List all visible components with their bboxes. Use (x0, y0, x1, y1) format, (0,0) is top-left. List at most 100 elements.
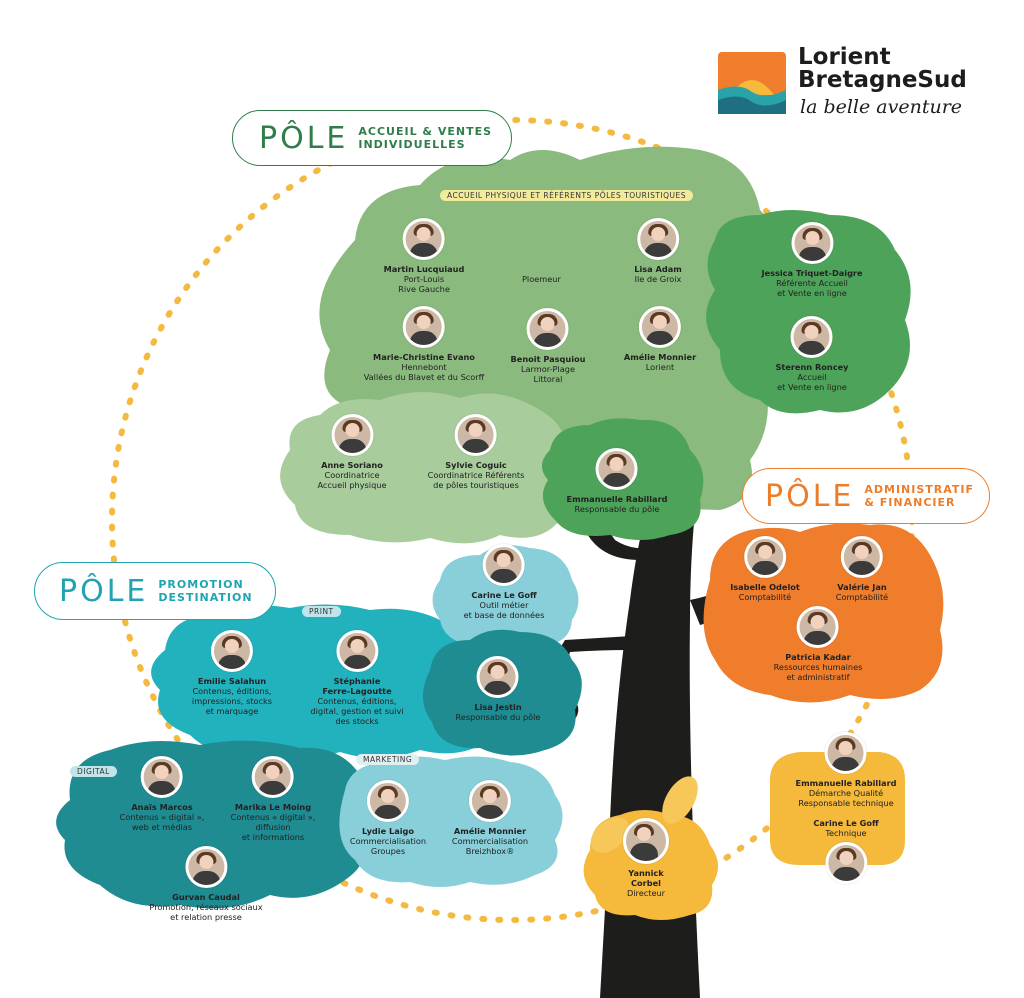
person-role: Lorient (645, 362, 675, 372)
person-role: et administratif (786, 672, 850, 682)
person-role: Référente Accueil (776, 278, 848, 288)
person-role: Port-Louis (403, 274, 445, 284)
person-role: Commercialisation (349, 836, 427, 846)
person-role: diffusion (255, 822, 291, 832)
tag-digital: DIGITAL (70, 766, 117, 777)
person-role: de pôles touristiques (433, 480, 519, 490)
pole-promo-big: PÔLE (59, 573, 149, 609)
pole-admin-title: PÔLE ADMINISTRATIF& FINANCIER (742, 468, 990, 524)
logo-line1: Lorient (798, 44, 891, 70)
avatar (825, 842, 867, 884)
person-lisa-jestin: Lisa Jestin Responsable du pôle (455, 656, 541, 722)
canopy-direction (583, 752, 905, 920)
pole-promo-sub2: DESTINATION (158, 591, 253, 604)
pole-admin-sub1: ADMINISTRATIF (864, 483, 975, 496)
person-role: des stocks (335, 716, 379, 726)
person-name: Yannick (628, 868, 664, 878)
avatar (796, 606, 839, 648)
person-name: Emmanuelle Rabillard (795, 778, 897, 788)
person-role: Contenus, éditions, (192, 686, 272, 696)
person-name: Sylvie Coguic (445, 460, 507, 470)
tag-accueil-physique: ACCUEIL PHYSIQUE ET RÉFÉRENTS PÔLES TOUR… (440, 190, 694, 201)
person-role: Commercialisation (451, 836, 529, 846)
person-role: Outil métier (479, 600, 529, 610)
person-name: Sterenn Roncey (775, 362, 849, 372)
person-amelie-lorient: Amélie Monnier Lorient (624, 306, 696, 372)
avatar (402, 218, 445, 260)
person-role: Breizhbox® (465, 846, 515, 856)
person-name: Ferre-Lagoutte (322, 686, 392, 696)
person-role: web et médias (131, 822, 193, 832)
person-role: Ile de Groix (634, 274, 682, 284)
person-name: Carine Le Goff (813, 818, 879, 828)
logo-line2: BretagneSud (798, 67, 967, 93)
person-marie-christine: Marie-Christine Evano Hennebont Vallées … (364, 306, 484, 382)
person-name: Lydie Laigo (361, 826, 415, 836)
person-role: Responsable du pôle (455, 712, 541, 722)
person-emmanuelle-accueil: Emmanuelle Rabillard Responsable du pôle (566, 448, 668, 514)
person-role: Rive Gauche (398, 284, 450, 294)
person-role: Hennebont (401, 362, 447, 372)
person-name: Valérie Jan (837, 582, 887, 592)
person-name: Emilie Salahun (197, 676, 267, 686)
avatar (454, 414, 497, 456)
avatar (141, 756, 183, 798)
label-ploemeur: Ploemeur (522, 274, 561, 284)
person-emilie: Emilie Salahun Contenus, éditions, impre… (192, 630, 272, 716)
person-martin: Martin Lucquiaud Port-Louis Rive Gauche (383, 218, 465, 294)
person-role: Coordinatrice Référents (427, 470, 525, 480)
person-role: Responsable technique (798, 798, 894, 808)
person-name: Amélie Monnier (623, 352, 697, 362)
logo-tagline: la belle aventure (800, 96, 963, 118)
person-role: et relation presse (170, 912, 242, 922)
avatar (790, 222, 833, 264)
person-amelie-breizhbox: Amélie Monnier Commercialisation Breizhb… (452, 780, 528, 856)
person-name: Martin Lucquiaud (383, 264, 465, 274)
avatar (185, 846, 227, 888)
avatar (482, 544, 525, 586)
person-name: Lisa Jestin (474, 702, 522, 712)
person-yannick: Yannick Corbel Directeur (623, 818, 669, 898)
person-role: Contenus « digital », (119, 812, 205, 822)
person-name: Jessica Triquet-Daigre (761, 268, 863, 278)
person-stephanie: Stéphanie Ferre-Lagoutte Contenus, éditi… (310, 630, 404, 726)
person-name: Emmanuelle Rabillard (566, 494, 668, 504)
person-valerie: Valérie Jan Comptabilité (836, 536, 888, 602)
avatar (638, 306, 681, 348)
person-jessica: Jessica Triquet-Daigre Référente Accueil… (761, 222, 863, 298)
avatar (476, 656, 519, 698)
person-emmanuelle-qualite: Emmanuelle Rabillard Démarche Qualité Re… (795, 732, 897, 808)
person-role: Littoral (533, 374, 563, 384)
person-role: Accueil (797, 372, 827, 382)
person-name: Carine Le Goff (471, 590, 537, 600)
avatar (252, 756, 294, 798)
person-role: et base de données (463, 610, 545, 620)
person-name: Marie-Christine Evano (373, 352, 475, 362)
avatar (469, 780, 511, 822)
person-role: impressions, stocks (191, 696, 273, 706)
avatar (744, 536, 786, 578)
tag-print: PRINT (302, 606, 341, 617)
person-name: Marika Le Moing (234, 802, 312, 812)
person-anais: Anaïs Marcos Contenus « digital », web e… (119, 756, 205, 832)
avatar (526, 308, 569, 350)
person-role: et informations (241, 832, 305, 842)
avatar (403, 306, 445, 348)
pole-promo-sub1: PROMOTION (158, 578, 244, 591)
person-carine-outil: Carine Le Goff Outil métier et base de d… (463, 544, 545, 620)
avatar (335, 630, 378, 672)
person-name: Stéphanie (333, 676, 381, 686)
person-name: Gurvan Caudal (172, 892, 240, 902)
person-role: et marquage (205, 706, 259, 716)
person-sterenn: Sterenn Roncey Accueil et Vente en ligne (775, 316, 849, 392)
person-role: Responsable du pôle (574, 504, 660, 514)
person-name: Anaïs Marcos (131, 802, 193, 812)
pole-admin-sub2: & FINANCIER (864, 496, 956, 509)
avatar (210, 630, 253, 672)
person-name: Amélie Monnier (453, 826, 527, 836)
person-isabelle: Isabelle Odelot Comptabilité (730, 536, 800, 602)
person-role: Démarche Qualité (808, 788, 884, 798)
person-gurvan: Gurvan Caudal Promotion, réseaux sociaux… (149, 846, 263, 922)
